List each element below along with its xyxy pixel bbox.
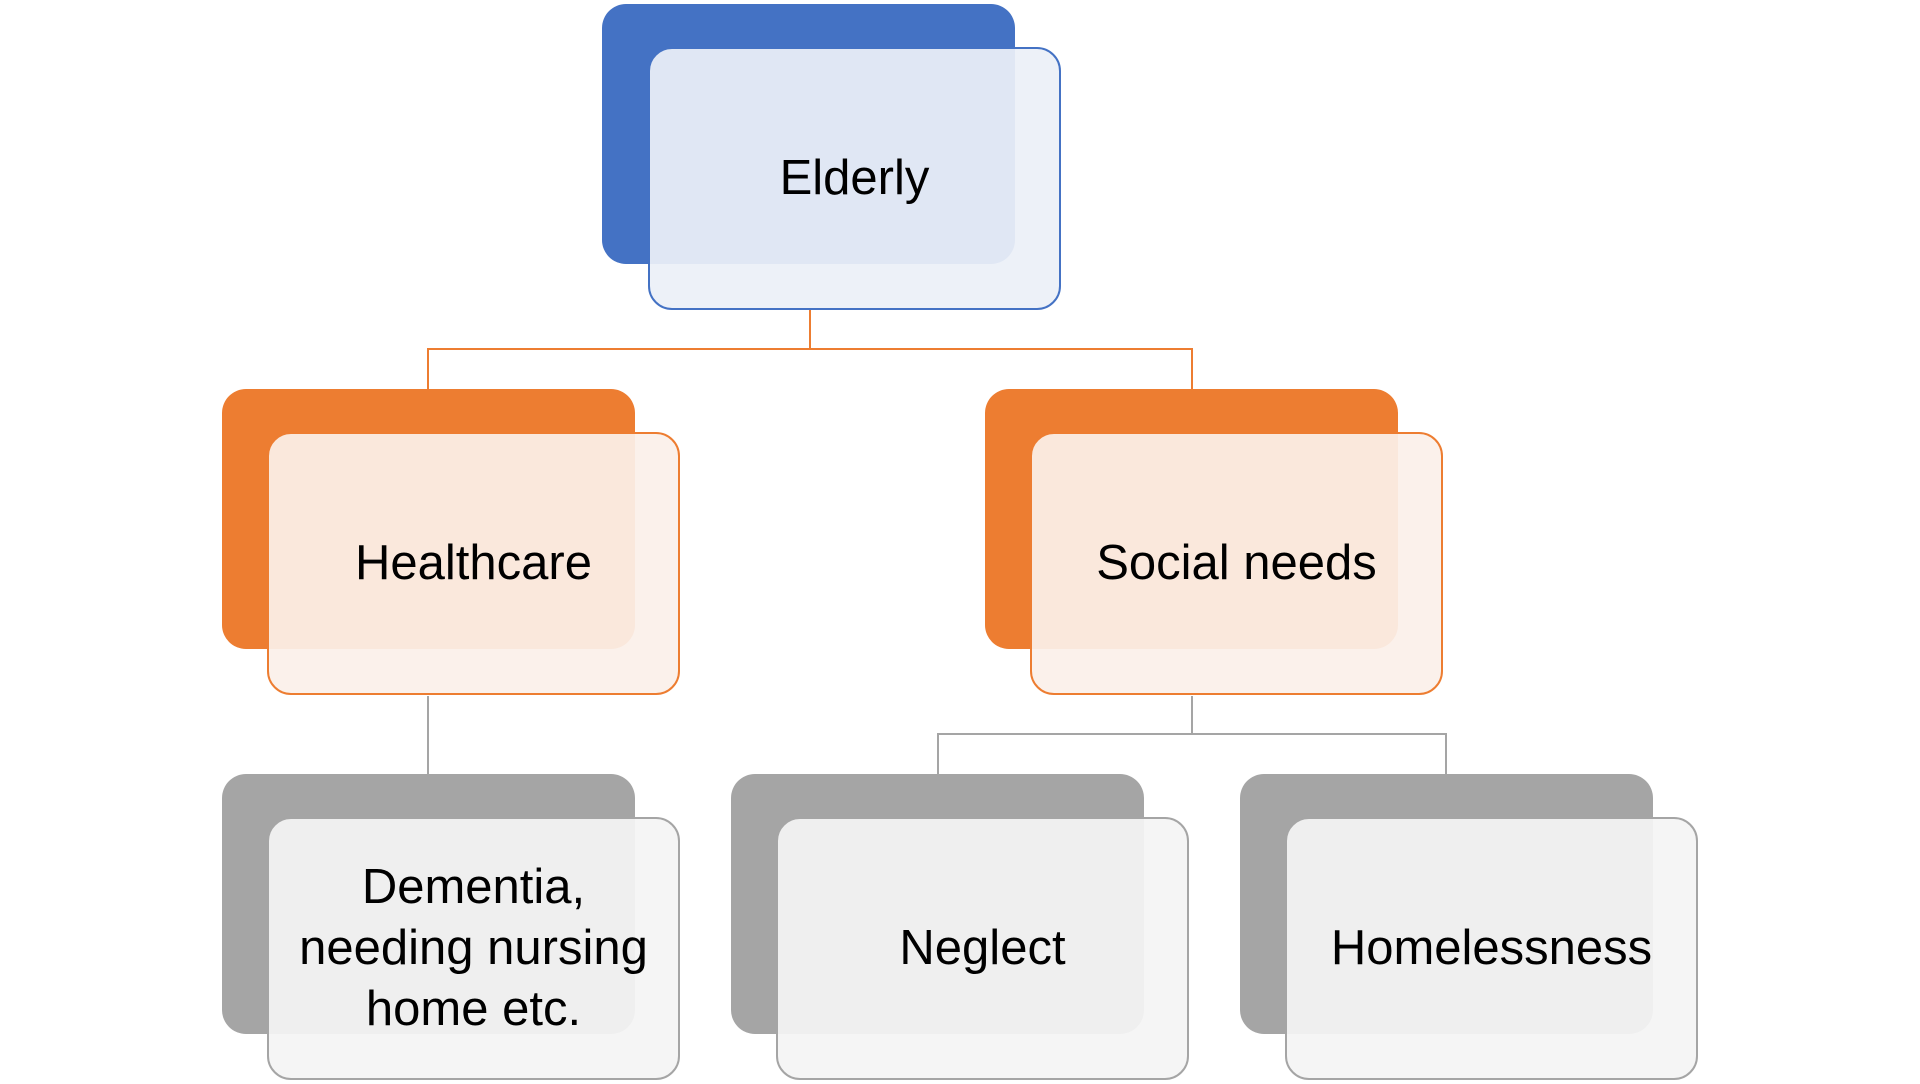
node-social-needs: Social needs [1030, 432, 1443, 695]
node-label: Homelessness [1330, 920, 1653, 975]
node-dementia: Dementia, needing nursing home etc. [267, 817, 680, 1080]
connector-to-healthcare [427, 348, 429, 389]
node-label: Social needs [1096, 535, 1377, 590]
node-neglect: Neglect [776, 817, 1189, 1080]
connector-to-neglect [937, 733, 939, 774]
node-label: Neglect [899, 920, 1066, 975]
connector-social-down [1191, 696, 1193, 734]
connector-to-homelessness [1445, 733, 1447, 774]
connector-root-down [809, 310, 811, 350]
node-elderly: Elderly [648, 47, 1061, 310]
connector-root-horizontal [427, 348, 1193, 350]
connector-to-social-needs [1191, 348, 1193, 389]
node-label: Elderly [779, 150, 930, 205]
node-homelessness: Homelessness [1285, 817, 1698, 1080]
connector-social-horizontal [937, 733, 1447, 735]
node-label: Healthcare [355, 535, 592, 590]
connector-healthcare-to-dementia [427, 696, 429, 774]
node-label: Dementia, needing nursing home etc. [299, 859, 648, 1037]
node-healthcare: Healthcare [267, 432, 680, 695]
